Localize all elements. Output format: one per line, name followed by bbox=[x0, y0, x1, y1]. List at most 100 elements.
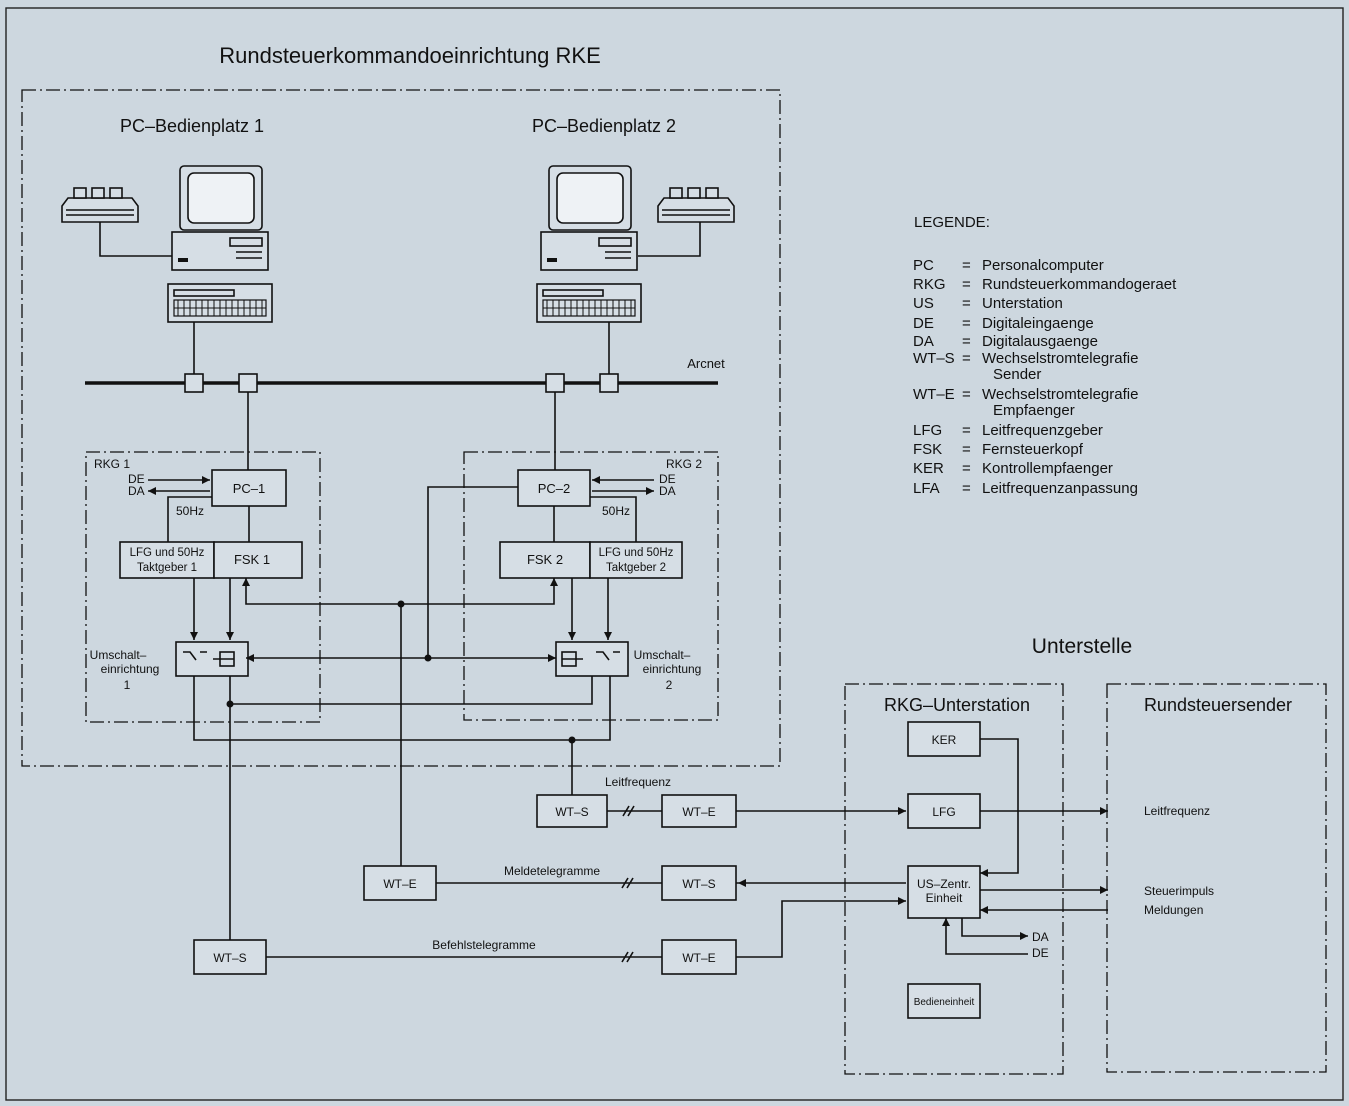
legend-text-line2: Sender bbox=[993, 366, 1041, 383]
legend-text: Leitfrequenzgeber bbox=[982, 422, 1103, 439]
legend-title: LEGENDE: bbox=[914, 214, 990, 231]
pc2-box bbox=[517, 469, 591, 507]
umschalt2-line2: einrichtung bbox=[643, 662, 702, 676]
wts-mid-box bbox=[661, 865, 737, 901]
wte-bottom-label: WT–E bbox=[682, 951, 715, 965]
lfg-unterstation-label: LFG bbox=[932, 805, 955, 819]
pc1-box bbox=[211, 469, 287, 507]
legend-abbr: RKG bbox=[913, 276, 946, 293]
lfg1-line1: LFG und 50Hz bbox=[130, 547, 205, 559]
umschalt1-box bbox=[175, 641, 249, 677]
rkg2-da: DA bbox=[659, 484, 676, 498]
leitfrequenz-link-label: Leitfrequenz bbox=[605, 775, 671, 789]
fsk1-label: FSK 1 bbox=[234, 552, 270, 567]
meldetelegramme-label: Meldetelegramme bbox=[504, 864, 600, 878]
legend-equals: = bbox=[962, 441, 971, 458]
wts-mid-label: WT–S bbox=[682, 877, 715, 891]
rkg2-de: DE bbox=[659, 472, 676, 486]
legend-equals: = bbox=[962, 333, 971, 350]
bus-node bbox=[545, 373, 565, 393]
legend-text: Digitaleingaenge bbox=[982, 315, 1094, 332]
us-da-label: DA bbox=[1032, 930, 1049, 944]
legend-equals: = bbox=[962, 480, 971, 497]
legend-abbr: LFG bbox=[913, 422, 942, 439]
legend-equals: = bbox=[962, 460, 971, 477]
rkg2-label: RKG 2 bbox=[666, 457, 702, 471]
lfg1-box bbox=[119, 541, 215, 579]
legend-equals: = bbox=[962, 315, 971, 332]
legend-text: Personalcomputer bbox=[982, 257, 1104, 274]
arcnet-label: Arcnet bbox=[687, 356, 725, 371]
wte-top-box bbox=[661, 794, 737, 828]
wts-bottom-label: WT–S bbox=[213, 951, 246, 965]
wte-bottom-box bbox=[661, 939, 737, 975]
lfg2-line2: Taktgeber 2 bbox=[606, 562, 666, 574]
bus-node bbox=[184, 373, 204, 393]
rkg-unterstation-title: RKG–Unterstation bbox=[884, 695, 1030, 715]
umschalt1-line1: Umschalt– bbox=[90, 648, 147, 662]
legend-abbr: PC bbox=[913, 257, 934, 274]
umschalt2-line3: 2 bbox=[666, 678, 673, 692]
sender-leitfrequenz: Leitfrequenz bbox=[1144, 804, 1210, 818]
wte-top-label: WT–E bbox=[682, 805, 715, 819]
legend-equals: = bbox=[962, 276, 971, 293]
legend-text: Kontrollempfaenger bbox=[982, 460, 1113, 477]
ker-label: KER bbox=[932, 733, 957, 747]
legend-abbr: DE bbox=[913, 315, 934, 332]
legend-equals: = bbox=[962, 386, 971, 403]
rundsteuersender-title: Rundsteuersender bbox=[1144, 695, 1292, 715]
wte-mid-box bbox=[363, 865, 437, 901]
legend-abbr: US bbox=[913, 295, 934, 312]
bus-node bbox=[238, 373, 258, 393]
bedieneinheit-label: Bedieneinheit bbox=[914, 997, 975, 1008]
legend-text: Wechselstromtelegrafie bbox=[982, 386, 1138, 403]
pc2-title: PC–Bedienplatz 2 bbox=[532, 116, 676, 136]
wts-top-label: WT–S bbox=[555, 805, 588, 819]
legend-abbr: DA bbox=[913, 333, 934, 350]
legend-text: Wechselstromtelegrafie bbox=[982, 350, 1138, 367]
legend-abbr: WT–E bbox=[913, 386, 955, 403]
us-de-label: DE bbox=[1032, 946, 1049, 960]
pc1-title: PC–Bedienplatz 1 bbox=[120, 116, 264, 136]
fsk2-box bbox=[499, 541, 591, 579]
legend: LEGENDE: PC=PersonalcomputerRKG=Rundsteu… bbox=[913, 214, 1177, 497]
ker-box bbox=[907, 721, 981, 757]
sender-meldungen: Meldungen bbox=[1144, 903, 1203, 917]
wte-mid-label: WT–E bbox=[383, 877, 416, 891]
legend-abbr: KER bbox=[913, 460, 944, 477]
us-zentral-line1: US–Zentr. bbox=[917, 877, 971, 891]
befehlstelegramme-label: Befehlstelegramme bbox=[432, 938, 536, 952]
us-zentral-line2: Einheit bbox=[926, 891, 963, 905]
pc2-box-label: PC–2 bbox=[538, 481, 571, 496]
legend-equals: = bbox=[962, 295, 971, 312]
pc1-computer-icon bbox=[167, 165, 273, 323]
us-zentral-box bbox=[907, 865, 981, 919]
fsk2-label: FSK 2 bbox=[527, 552, 563, 567]
sender-steuerimpuls: Steuerimpuls bbox=[1144, 884, 1214, 898]
legend-text-line2: Empfaenger bbox=[993, 402, 1075, 419]
legend-equals: = bbox=[962, 350, 971, 367]
printer1-icon bbox=[61, 187, 139, 223]
rkg1-da: DA bbox=[128, 484, 145, 498]
legend-abbr: WT–S bbox=[913, 350, 955, 367]
lfg2-line1: LFG und 50Hz bbox=[599, 547, 674, 559]
printer2-icon bbox=[657, 187, 735, 223]
umschalt1-line3: 1 bbox=[124, 678, 131, 692]
unterstelle-title: Unterstelle bbox=[1032, 635, 1132, 658]
legend-equals: = bbox=[962, 422, 971, 439]
umschalt1-line2: einrichtung bbox=[101, 662, 160, 676]
rkg2-region bbox=[463, 451, 719, 721]
main-title: Rundsteuerkommandoeinrichtung RKE bbox=[219, 43, 601, 68]
rkg-unterstation-region bbox=[844, 683, 1064, 1075]
rkg1-region bbox=[85, 451, 321, 723]
rkg1-de: DE bbox=[128, 472, 145, 486]
legend-equals: = bbox=[962, 257, 971, 274]
legend-abbr: FSK bbox=[913, 441, 942, 458]
rkg2-hz: 50Hz bbox=[602, 504, 630, 518]
rundsteuersender-region bbox=[1106, 683, 1327, 1073]
rkg1-label: RKG 1 bbox=[94, 457, 130, 471]
pc1-box-label: PC–1 bbox=[233, 481, 266, 496]
fsk1-box bbox=[213, 541, 303, 579]
lfg1-line2: Taktgeber 1 bbox=[137, 562, 197, 574]
